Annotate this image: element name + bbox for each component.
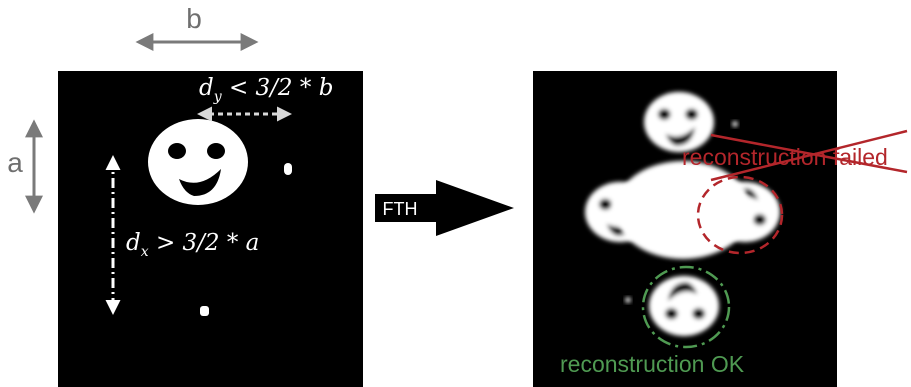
- failed-marker: [696, 175, 784, 255]
- reconstruction-panel: [533, 71, 837, 387]
- width-label: b: [186, 3, 202, 34]
- reference-hole-icon: [625, 297, 631, 303]
- width-dimension: b: [135, 3, 259, 51]
- fth-label: FTH: [383, 199, 418, 219]
- height-label: a: [7, 147, 23, 178]
- autocorrelation-blob: [615, 161, 751, 259]
- ok-marker: [641, 265, 731, 349]
- object-panel: dy < 3/2 * b dx > 3/2 * a: [58, 71, 363, 387]
- smiley-face-icon: [148, 119, 248, 205]
- failed-label: reconstruction failed: [682, 144, 888, 170]
- reference-hole-icon: [200, 306, 209, 316]
- failed-annotation: reconstruction failed: [682, 129, 908, 182]
- dy-equation: dy < 3/2 * b: [199, 75, 333, 105]
- height-dimension: a: [7, 119, 43, 214]
- smiley-face-icon: [649, 275, 719, 337]
- ok-label: reconstruction OK: [560, 351, 745, 377]
- dx-equation: dx > 3/2 * a: [126, 230, 259, 260]
- reference-hole-icon: [284, 163, 292, 175]
- reference-hole-icon: [732, 121, 738, 127]
- fth-arrow: FTH: [375, 180, 514, 236]
